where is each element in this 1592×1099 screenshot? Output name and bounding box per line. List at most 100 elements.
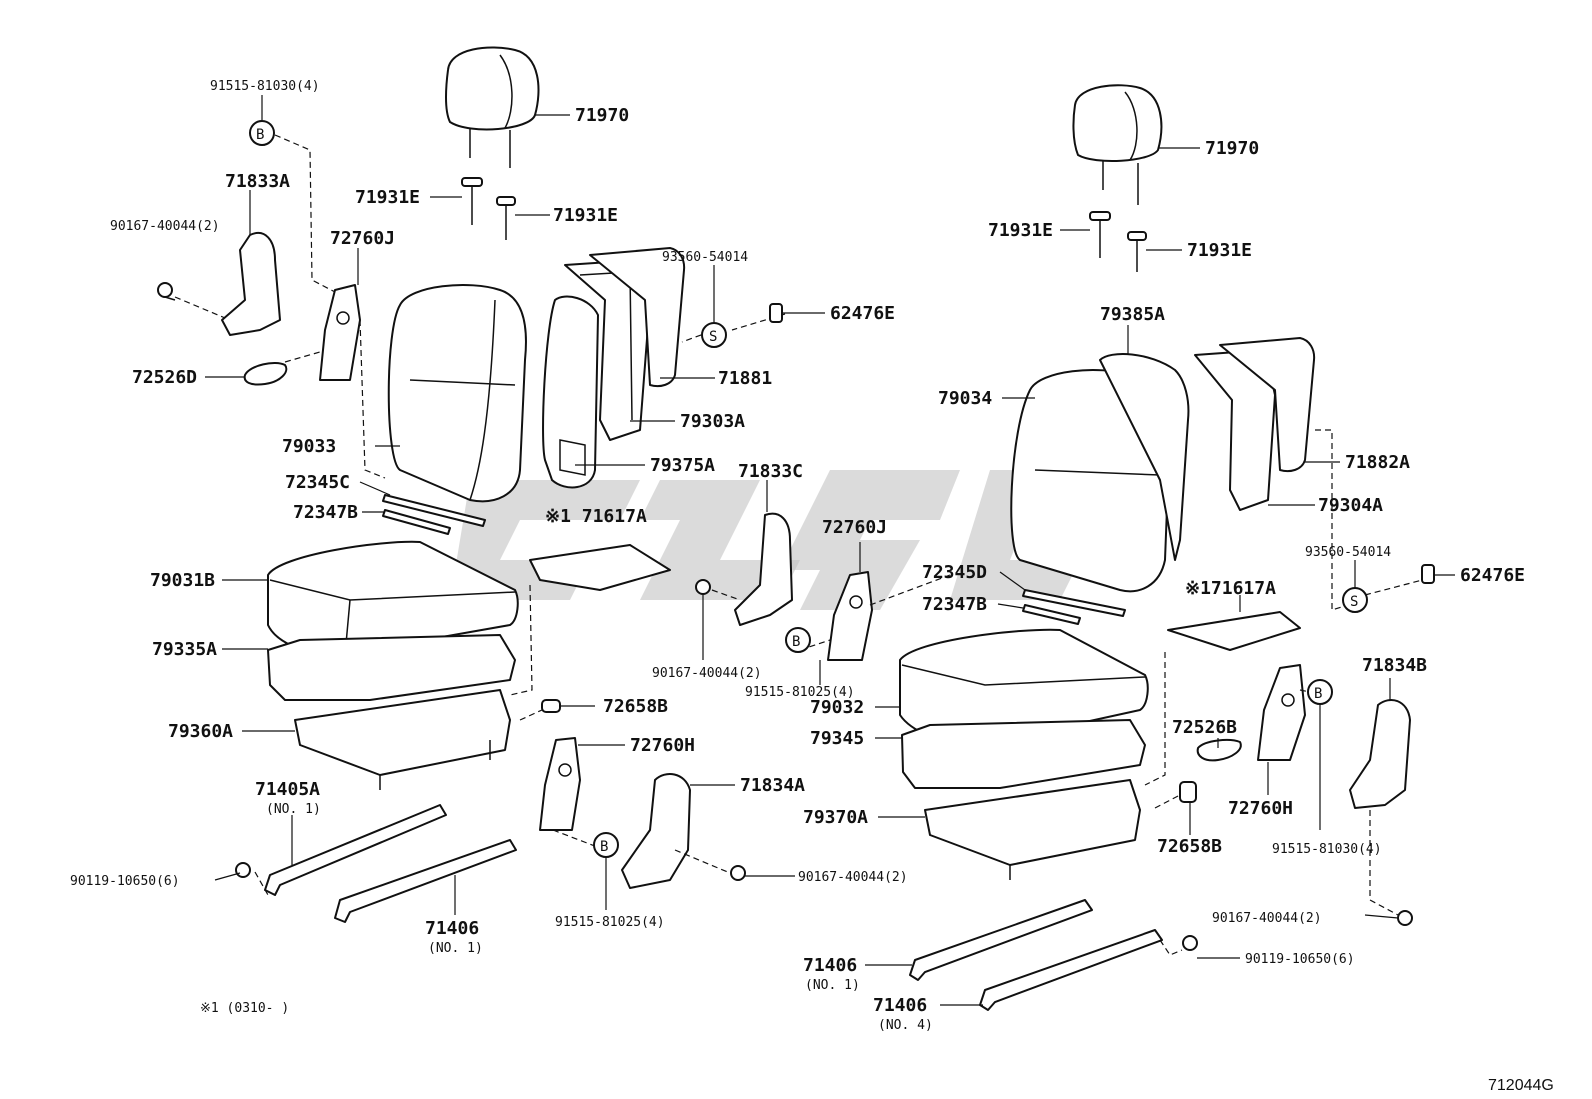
label-bolt-right: 91515-81030(4) <box>1272 842 1382 857</box>
label-93560-left: 93560-54014 <box>662 250 748 265</box>
label-screw-left: 90167-40044(2) <box>110 219 220 234</box>
label-wire-72347b-left: 72347B <box>293 502 358 523</box>
hinge-72760h-left <box>539 737 581 831</box>
headrest-guide-right <box>1089 211 1147 272</box>
label-pad-79345: 79345 <box>810 728 864 749</box>
label-hinge-72760h-right: 72760H <box>1228 798 1293 819</box>
svg-text:S: S <box>1350 594 1358 610</box>
seatback-cover-79385a <box>1099 353 1190 561</box>
label-board-71881: 71881 <box>718 368 772 389</box>
hinge-72760j-left <box>319 284 361 381</box>
svg-text:B: B <box>256 127 264 143</box>
label-hinge-72760j-left: 72760J <box>330 228 395 249</box>
label-62476e-left: 62476E <box>830 303 895 324</box>
hinge-72760h-right <box>1257 664 1306 761</box>
wires-left <box>382 494 486 535</box>
label-screw-middle: 90167-40044(2) <box>652 666 762 681</box>
label-wire-72347b-right: 72347B <box>922 594 987 615</box>
hinge-72760j-middle <box>827 571 873 661</box>
label-pin-72658b-left: 72658B <box>603 696 668 717</box>
clip-62476e-left <box>769 303 783 323</box>
label-headrest-right: 71970 <box>1205 138 1259 159</box>
marker-b-2: B <box>785 627 811 653</box>
label-bolt-90119-right: 90119-10650(6) <box>1245 952 1355 967</box>
mat-71617a-right <box>1167 611 1301 651</box>
marker-b-4: B <box>1307 679 1333 705</box>
label-bolt-left-bottom: 91515-81025(4) <box>555 915 665 930</box>
headrest-right <box>1072 84 1163 205</box>
screw-right-bottom <box>1397 910 1413 926</box>
label-board-71882a: 71882A <box>1345 452 1410 473</box>
dashed-lines <box>174 134 1431 956</box>
screw-left-top <box>157 282 176 301</box>
rail-71406-left <box>334 839 517 923</box>
label-pin-72658b-right: 72658B <box>1157 836 1222 857</box>
label-screw-left-bottom: 90167-40044(2) <box>798 870 908 885</box>
knob-72526d <box>243 362 288 386</box>
label-bolt-90119-left: 90119-10650(6) <box>70 874 180 889</box>
label-62476e-right: 62476E <box>1460 565 1525 586</box>
label-knob-72526d: 72526D <box>132 367 197 388</box>
label-back-79385a: 79385A <box>1100 304 1165 325</box>
seat-pad-79345 <box>901 719 1146 789</box>
label-frame-79304a: 79304A <box>1318 495 1383 516</box>
drawing-code: 712044G <box>1488 1077 1554 1094</box>
wires-right <box>1022 589 1126 625</box>
screw-left-bottom <box>730 865 746 881</box>
svg-text:S: S <box>709 329 717 345</box>
label-93560-right: 93560-54014 <box>1305 545 1391 560</box>
label-cover-71834a: 71834A <box>740 775 805 796</box>
label-cover-71834b: 71834B <box>1362 655 1427 676</box>
label-back-79034: 79034 <box>938 388 992 409</box>
cover-71833c <box>734 512 793 626</box>
marker-b-1: B <box>249 120 275 146</box>
seatback-cover-79375a <box>542 295 599 489</box>
seatback-frame-79304a <box>1194 337 1316 511</box>
label-cover-71833c: 71833C <box>738 461 803 482</box>
label-knob-72526b: 72526B <box>1172 717 1237 738</box>
seatback-79033 <box>387 284 527 503</box>
bolt-90119-right <box>1182 935 1198 951</box>
marker-s-2: S <box>1342 587 1368 613</box>
label-rail-71406-right-4: 71406 <box>873 995 927 1016</box>
label-headrest-left: 71970 <box>575 105 629 126</box>
label-rail-71406-right-1: 71406 <box>803 955 857 976</box>
label-screw-right-bottom: 90167-40044(2) <box>1212 911 1322 926</box>
marker-s-1: S <box>701 322 727 348</box>
label-pad-79335a: 79335A <box>152 639 217 660</box>
label-bolt-top-left: 91515-81030(4) <box>210 79 320 94</box>
label-rail-71406-left-no: (NO. 1) <box>428 941 483 956</box>
leader-lines <box>205 95 1455 1006</box>
mat-71617a-left <box>529 544 671 591</box>
svg-text:B: B <box>600 839 608 855</box>
label-rail-71405a-no: (NO. 1) <box>266 802 321 817</box>
headrest-guide-left <box>461 177 516 240</box>
label-rail-71406-right-4-no: (NO. 4) <box>878 1018 933 1033</box>
label-cushion-79031b: 79031B <box>150 570 215 591</box>
svg-text:B: B <box>792 634 800 650</box>
seat-cushion-79032 <box>899 628 1149 746</box>
label-back-79033: 79033 <box>282 436 336 457</box>
label-hinge-72760h-left: 72760H <box>630 735 695 756</box>
label-rail-71406-right-1-no: (NO. 1) <box>805 978 860 993</box>
seat-frame-79360a <box>294 689 511 790</box>
label-cushion-79032: 79032 <box>810 697 864 718</box>
label-wire-72345c: 72345C <box>285 472 350 493</box>
svg-text:B: B <box>1314 686 1322 702</box>
clip-62476e-right <box>1421 564 1435 584</box>
label-guide-l1: 71931E <box>355 187 420 208</box>
knob-72526b <box>1196 739 1242 762</box>
pin-72658b-right <box>1179 781 1197 803</box>
label-mat-71617a-left: ※1 71617A <box>545 506 647 527</box>
seat-pad-79335a <box>267 634 516 701</box>
pin-72658b-left <box>541 699 561 713</box>
label-guide-r1: 71931E <box>988 220 1053 241</box>
seatback-frame-79303a <box>564 247 686 441</box>
label-bolt-middle: 91515-81025(4) <box>745 685 855 700</box>
footnote: ※1 (0310- ) <box>200 1001 289 1016</box>
screw-middle <box>695 579 711 595</box>
label-guide-l2: 71931E <box>553 205 618 226</box>
label-rail-71406-left: 71406 <box>425 918 479 939</box>
label-guide-r2: 71931E <box>1187 240 1252 261</box>
